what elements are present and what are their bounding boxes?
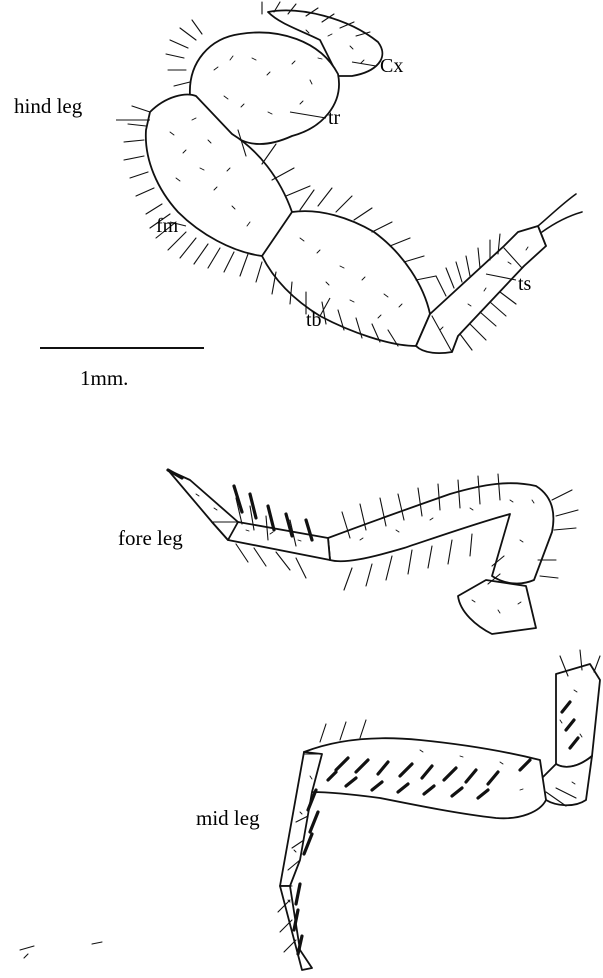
hind-leg-label-trochanter: tr	[328, 108, 340, 128]
mid-leg-thick-setae	[294, 702, 578, 954]
hind-leg-drawing	[116, 2, 582, 353]
fore-leg-coxa	[458, 580, 536, 634]
hind-leg-label-femur: fm	[156, 216, 178, 236]
stray-mark-1	[20, 946, 34, 958]
fore-leg-femur	[328, 483, 553, 583]
hind-leg-title: hind leg	[14, 96, 82, 117]
fore-leg-drawing	[168, 470, 578, 634]
mid-leg-femur	[304, 738, 546, 818]
fore-leg-title: fore leg	[118, 528, 183, 549]
mid-leg-title: mid leg	[196, 808, 260, 829]
hind-leg-label-tarsus: ts	[518, 274, 531, 294]
mid-leg-drawing	[278, 650, 600, 970]
hind-leg-claws	[538, 194, 582, 246]
mid-leg-coxa	[556, 664, 600, 767]
scale-bar-label: 1mm.	[80, 368, 128, 389]
hind-leg-label-tibia: tb	[306, 310, 322, 330]
stray-mark-2	[92, 942, 102, 944]
hind-leg-tibia	[262, 211, 430, 346]
hind-leg-label-coxa: Cx	[380, 56, 403, 76]
